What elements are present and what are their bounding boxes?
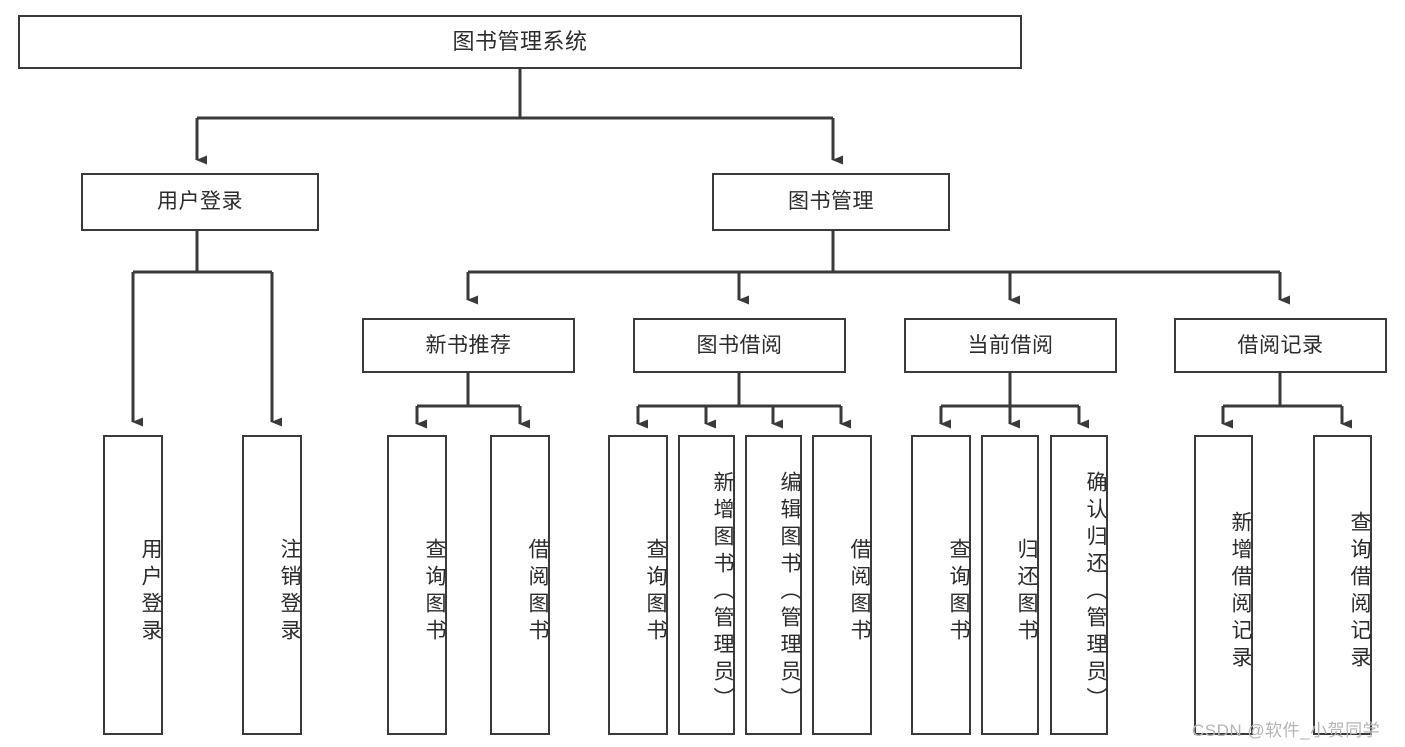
leaf-query-borrow-record-label: 查询借阅记录 [1348, 511, 1371, 673]
leaf-query-book-2-label: 查询图书 [644, 538, 667, 646]
leaf-borrow-book-2[interactable]: 借阅图书 [812, 435, 872, 735]
leaf-add-book-admin-label: 新增图书（管理员） [711, 470, 734, 714]
leaf-confirm-return-admin-label: 确认归还（管理员） [1084, 470, 1107, 714]
leaf-user-login-label: 用户登录 [139, 538, 162, 646]
node-user-login-label: 用户登录 [157, 190, 243, 214]
leaf-borrow-book-1[interactable]: 借阅图书 [490, 435, 550, 735]
node-book-manage-label: 图书管理 [788, 190, 874, 214]
leaf-logout-login[interactable]: 注销登录 [242, 435, 302, 735]
node-new-book-recommend-label: 新书推荐 [425, 333, 512, 357]
leaf-return-book[interactable]: 归还图书 [981, 435, 1039, 735]
node-borrow-record-label: 借阅记录 [1237, 333, 1324, 357]
leaf-user-login[interactable]: 用户登录 [103, 435, 163, 735]
node-user-login[interactable]: 用户登录 [81, 173, 319, 231]
leaf-edit-book-admin-label: 编辑图书（管理员） [778, 470, 801, 714]
leaf-query-book-1-label: 查询图书 [423, 538, 446, 646]
leaf-edit-book-admin[interactable]: 编辑图书（管理员） [745, 435, 802, 735]
leaf-borrow-book-2-label: 借阅图书 [848, 538, 871, 646]
leaf-logout-login-label: 注销登录 [278, 538, 301, 646]
node-root-system[interactable]: 图书管理系统 [18, 15, 1022, 69]
leaf-query-book-3[interactable]: 查询图书 [911, 435, 971, 735]
node-root-label: 图书管理系统 [452, 28, 588, 54]
leaf-add-borrow-record-label: 新增借阅记录 [1229, 511, 1252, 673]
csdn-watermark: CSDN @软件_小贺同学 [1192, 721, 1381, 740]
leaf-borrow-book-1-label: 借阅图书 [526, 538, 549, 646]
node-new-book-recommend[interactable]: 新书推荐 [362, 318, 575, 373]
leaf-confirm-return-admin[interactable]: 确认归还（管理员） [1050, 435, 1108, 735]
node-borrow-record[interactable]: 借阅记录 [1174, 318, 1387, 373]
leaf-query-book-2[interactable]: 查询图书 [608, 435, 668, 735]
node-book-borrow[interactable]: 图书借阅 [633, 318, 846, 373]
leaf-add-borrow-record[interactable]: 新增借阅记录 [1194, 435, 1253, 735]
node-current-borrow[interactable]: 当前借阅 [904, 318, 1117, 373]
leaf-add-book-admin[interactable]: 新增图书（管理员） [678, 435, 735, 735]
leaf-query-book-3-label: 查询图书 [947, 538, 970, 646]
node-current-borrow-label: 当前借阅 [967, 333, 1054, 357]
leaf-return-book-label: 归还图书 [1015, 538, 1038, 646]
leaf-query-borrow-record[interactable]: 查询借阅记录 [1313, 435, 1372, 735]
node-book-manage[interactable]: 图书管理 [712, 173, 950, 231]
leaf-query-book-1[interactable]: 查询图书 [387, 435, 447, 735]
node-book-borrow-label: 图书借阅 [696, 333, 783, 357]
